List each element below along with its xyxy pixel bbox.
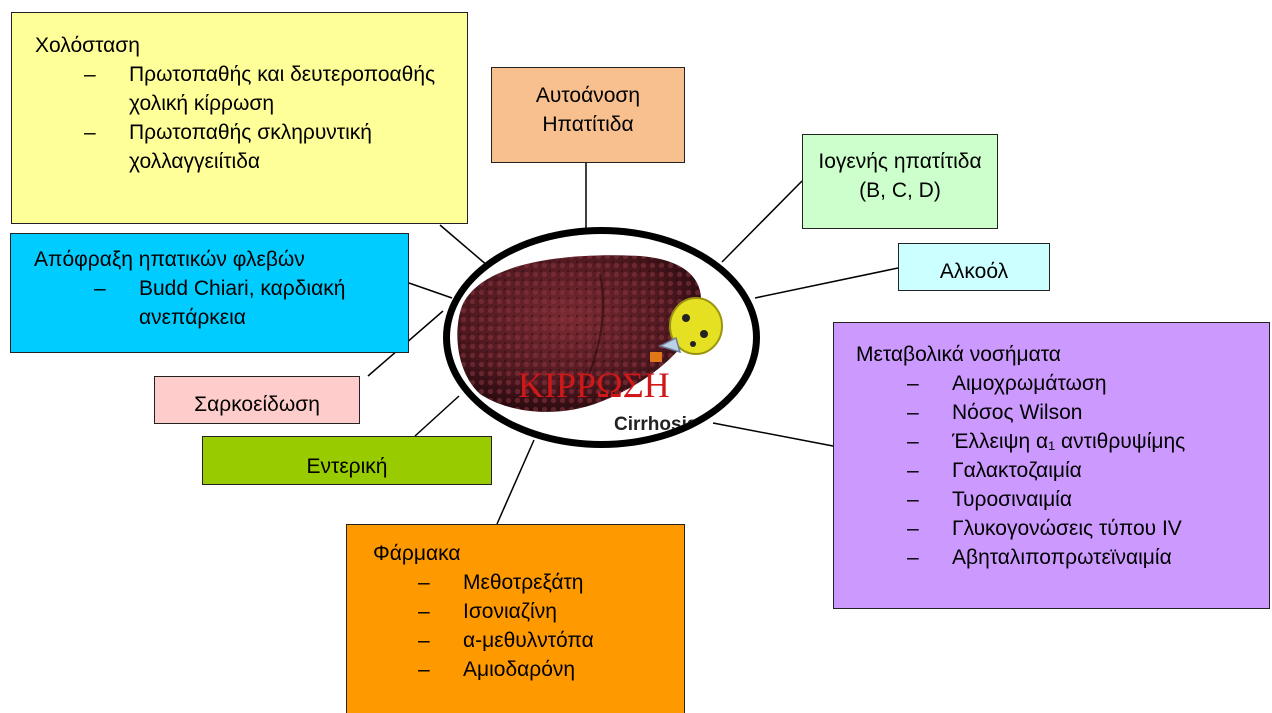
metabolic-title: Μεταβολικά νοσήματα — [856, 343, 1061, 366]
autoimmune-line2: Ηπατίτιδα — [542, 113, 634, 136]
list-item: Μεθοτρεξάτη — [418, 568, 674, 597]
connector-venous — [408, 282, 453, 299]
box-enteric: Εντερική — [202, 436, 492, 485]
list-item: Τυροσιναιμία — [907, 485, 1259, 514]
list-item: Έλλειψη α₁ αντιθρυψίμης — [907, 427, 1259, 456]
box-venous: Απόφραξη ηπατικών φλεβών Budd Chiari, κα… — [10, 233, 409, 353]
list-item: α-μεθυλντόπα — [418, 626, 674, 655]
list-item: Αβηταλιποπρωτεϊναιμία — [907, 543, 1259, 572]
list-item: Γαλακτοζαιμία — [907, 456, 1259, 485]
alcohol-label: Αλκοόλ — [939, 260, 1009, 283]
enteric-label: Εντερική — [306, 455, 388, 478]
cirrhosis-english-caption: Cirrhosis — [614, 414, 698, 435]
box-autoimmune: Αυτοάνοση Ηπατίτιδα — [491, 67, 685, 163]
list-item: Αιμοχρωμάτωση — [907, 369, 1259, 398]
drugs-title: Φάρμακα — [373, 542, 461, 565]
connector-metabolic — [712, 422, 834, 447]
cholestasis-title: Χολόσταση — [35, 34, 140, 57]
autoimmune-line1: Αυτοάνοση — [535, 84, 641, 107]
cirrhosis-hub: ΚΙΡΡΩΣΗ Cirrhosis — [443, 227, 760, 448]
cirrhosis-greek-caption: ΚΙΡΡΩΣΗ — [518, 365, 670, 405]
viral-line1: Ιογενής ηπατίτιδα — [818, 150, 982, 173]
list-item: Ισονιαζίνη — [418, 597, 674, 626]
box-cholestasis: Χολόσταση Πρωτοπαθής και δευτεροποαθής χ… — [11, 12, 468, 224]
liver-illustration — [457, 255, 723, 412]
box-alcohol: Αλκοόλ — [898, 243, 1050, 291]
connector-enteric — [414, 395, 460, 437]
box-viral: Ιογενής ηπατίτιδα (B, C, D) — [802, 134, 998, 229]
list-item: Πρωτοπαθής και δευτεροποαθής χολική κίρρ… — [84, 60, 447, 118]
connector-drugs — [496, 439, 535, 525]
box-drugs: Φάρμακα Μεθοτρεξάτη Ισονιαζίνη α-μεθυλντ… — [346, 524, 685, 713]
sarcoid-label: Σαρκοείδωση — [194, 393, 320, 416]
list-item: Γλυκογονώσεις τύπου IV — [907, 514, 1259, 543]
list-item: Πρωτοπαθής σκληρυντική χολλαγγειίτιδα — [84, 118, 447, 176]
box-metabolic: Μεταβολικά νοσήματα Αιμοχρωμάτωση Νόσος … — [833, 322, 1270, 609]
box-sarcoid: Σαρκοείδωση — [154, 376, 360, 424]
viral-line2: (B, C, D) — [859, 179, 941, 202]
connector-alcohol — [754, 267, 899, 299]
list-item: Budd Chiari, καρδιακή ανεπάρκεια — [94, 274, 388, 332]
connector-viral — [721, 180, 803, 263]
probe-icon — [650, 297, 723, 362]
list-item: Αμιοδαρόνη — [418, 655, 674, 684]
venous-title: Απόφραξη ηπατικών φλεβών — [34, 248, 305, 271]
list-item: Νόσος Wilson — [907, 398, 1259, 427]
